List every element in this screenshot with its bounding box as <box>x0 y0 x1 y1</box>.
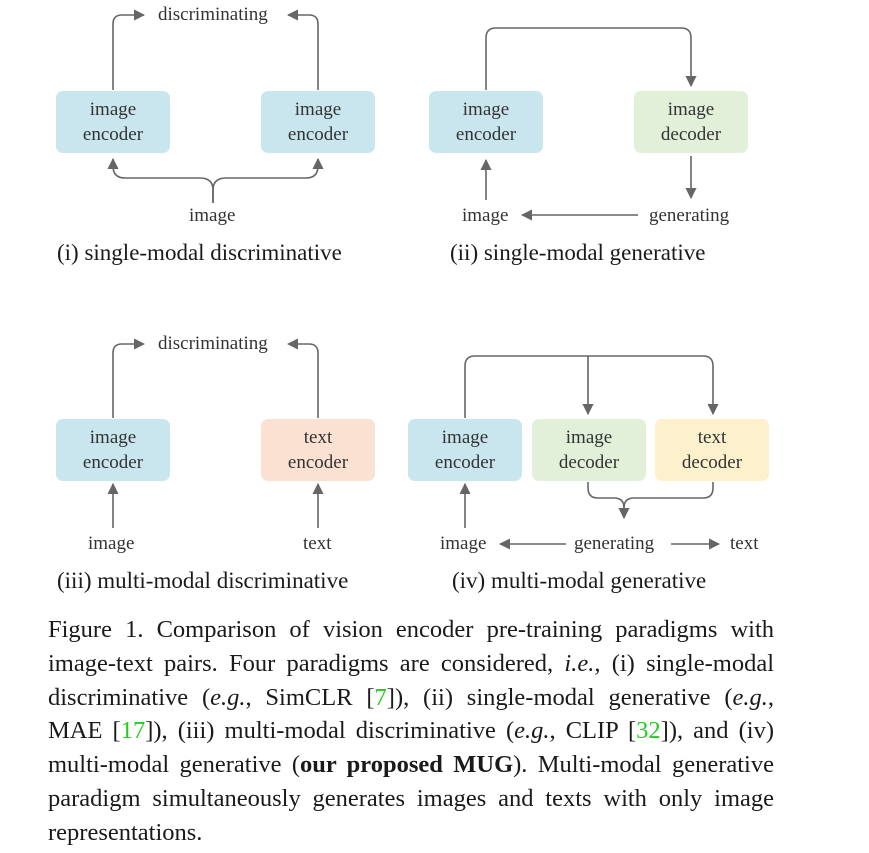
p4-brace-right <box>623 482 714 509</box>
p4-label-generating: generating <box>574 533 655 554</box>
p2-label-image: image <box>462 205 509 226</box>
box-line: decoder <box>660 124 722 145</box>
caption-ie: i.e. <box>564 649 595 677</box>
caption-eg: e.g. <box>210 683 246 711</box>
caption-fig-label: Figure 1. <box>48 616 144 643</box>
box-line: image <box>89 427 137 448</box>
citation-link[interactable]: 17 <box>120 717 146 745</box>
citation-link[interactable]: 32 <box>636 717 661 745</box>
caption-text: , MAE [ <box>48 683 774 745</box>
caption-bold-mug: our proposed MUG <box>300 751 514 779</box>
p1-image-encoder-left: image encoder <box>56 91 170 153</box>
p2-arrow-top <box>485 27 697 90</box>
box-line: image <box>565 427 613 448</box>
p2-image-encoder: image encoder <box>429 91 543 153</box>
caption-text: ]), (iii) multi-modal discriminative ( <box>145 717 515 745</box>
figure-caption: Figure 1. Comparison of vision encoder p… <box>48 613 774 850</box>
box-line: encoder <box>434 452 496 473</box>
p2-image-decoder: image decoder <box>634 91 748 153</box>
p4-image-decoder: image decoder <box>532 419 646 481</box>
p4-image-encoder: image encoder <box>408 419 522 481</box>
box-line: text <box>697 427 727 448</box>
p4-arrow-top <box>464 355 719 418</box>
p1-image-encoder-right: image encoder <box>261 91 375 153</box>
box-line: text <box>303 427 333 448</box>
box-line: image <box>441 427 489 448</box>
p2-label-generating: generating <box>649 205 730 226</box>
p3-label-text: text <box>303 533 332 554</box>
p1-label-discriminating: discriminating <box>158 4 268 25</box>
box-line: image <box>89 99 137 120</box>
p1-label-image: image <box>189 205 236 226</box>
caption-eg: e.g. <box>514 717 550 745</box>
p1-subtitle: (i) single-modal discriminative <box>57 240 342 265</box>
box-line: decoder <box>681 452 743 473</box>
p3-arrow-left-up <box>112 338 146 418</box>
figure-diagram: discriminating image encoder image encod… <box>56 4 769 593</box>
box-line: encoder <box>82 452 144 473</box>
p4-text-decoder: text decoder <box>655 419 769 481</box>
box-line: image <box>462 99 510 120</box>
box-line: encoder <box>287 124 349 145</box>
box-line: encoder <box>287 452 349 473</box>
box-line: decoder <box>558 452 620 473</box>
caption-text: ]), (ii) single-modal generative ( <box>386 683 733 711</box>
p1-arrow-left-up <box>112 9 146 90</box>
caption-text: , SimCLR [ <box>245 683 375 711</box>
caption-text: , (i) single-modal discriminative ( <box>48 649 774 711</box>
caption-text: Comparison of vision encoder pre-trainin… <box>48 616 775 677</box>
p4-subtitle: (iv) multi-modal generative <box>452 568 707 593</box>
citation-link[interactable]: 7 <box>374 683 387 711</box>
p3-text-encoder: text encoder <box>261 419 375 481</box>
p4-label-text: text <box>730 533 759 554</box>
caption-eg: e.g. <box>732 683 768 711</box>
box-line: image <box>294 99 342 120</box>
p1-arrow-right-up <box>286 9 319 90</box>
p3-label-discriminating: discriminating <box>158 333 268 354</box>
p4-label-image: image <box>440 533 487 554</box>
box-line: encoder <box>82 124 144 145</box>
p1-brace-right <box>212 157 324 203</box>
p3-image-encoder: image encoder <box>56 419 170 481</box>
p1-brace-left <box>107 157 214 203</box>
p3-label-image: image <box>88 533 135 554</box>
p4-brace-left <box>587 482 630 520</box>
p3-subtitle: (iii) multi-modal discriminative <box>57 568 349 593</box>
arrows-layer <box>107 9 721 550</box>
caption-text: ]), and (iv) multi-modal generative ( <box>48 717 775 779</box>
caption-text: , CLIP [ <box>549 717 637 745</box>
p2-subtitle: (ii) single-modal generative <box>450 240 706 265</box>
caption-text: ). Multi-modal generative paradigm simul… <box>48 751 774 846</box>
box-line: encoder <box>455 124 517 145</box>
box-line: image <box>667 99 715 120</box>
p3-arrow-right-up <box>286 338 319 418</box>
